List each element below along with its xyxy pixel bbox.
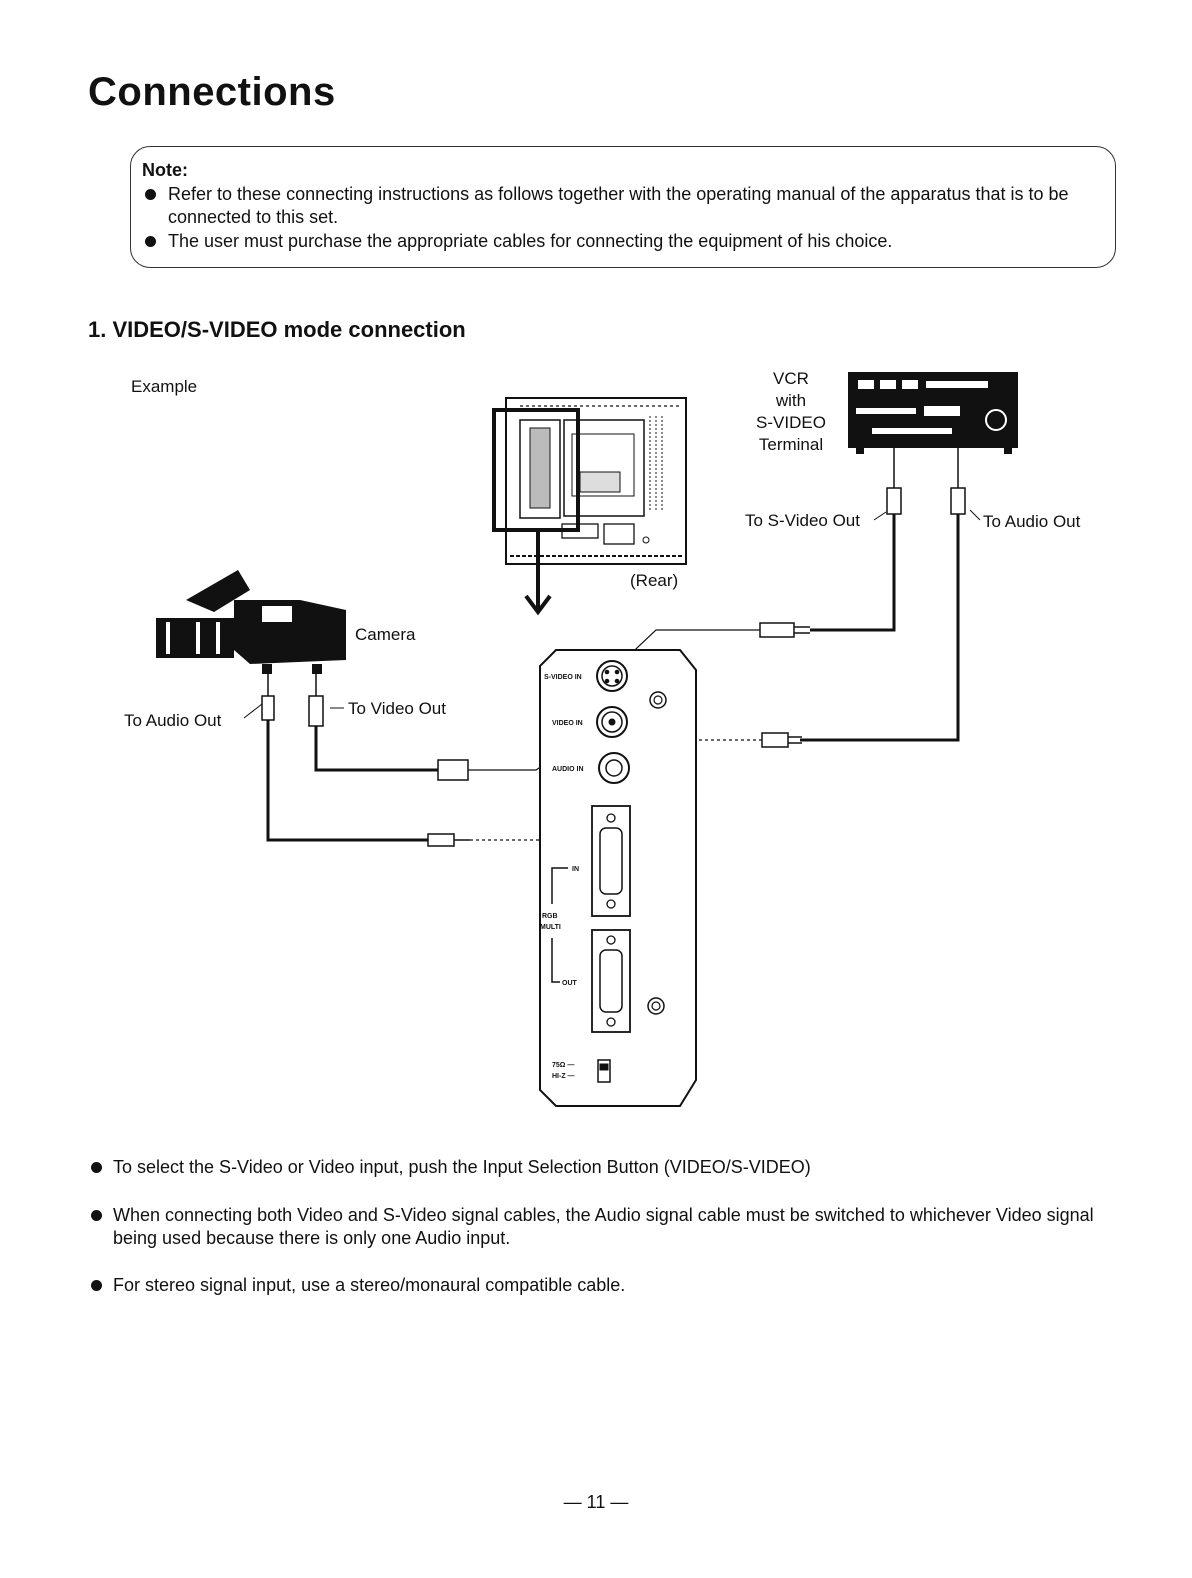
svideo-in-label: S-VIDEO IN	[544, 674, 582, 681]
to-audio-out-camera-label: To Audio Out	[124, 711, 222, 730]
camera-illustration	[156, 570, 346, 674]
note-item: Refer to these connecting instructions a…	[168, 184, 1069, 227]
to-svideo-out-label: To S-Video Out	[745, 511, 860, 530]
bullet-icon	[91, 1162, 102, 1173]
bullet-icon	[91, 1210, 102, 1221]
vcr-label-line: Terminal	[759, 435, 823, 454]
section-title: 1. VIDEO/S-VIDEO mode connection	[88, 317, 466, 342]
note-item: The user must purchase the appropriate c…	[168, 231, 893, 251]
vcr-label-line: with	[775, 391, 806, 410]
rgb-label: RGB	[542, 913, 558, 920]
bullet-icon	[145, 189, 156, 200]
instruction-item: To select the S-Video or Video input, pu…	[113, 1157, 811, 1177]
note-box	[130, 146, 1116, 268]
instruction-item: When connecting both Video and S-Video s…	[113, 1205, 1094, 1248]
vcr-label-line: VCR	[773, 369, 809, 388]
rear-label: (Rear)	[630, 571, 678, 590]
ohm75-label: 75Ω —	[552, 1062, 574, 1069]
camera-label: Camera	[355, 625, 416, 644]
multi-label: MULTI	[540, 924, 561, 931]
audio-in-label: AUDIO IN	[552, 766, 584, 773]
hiz-label: HI-Z —	[552, 1073, 575, 1080]
monitor-rear-illustration	[492, 397, 687, 616]
page-number: — 11 —	[563, 1492, 629, 1512]
video-in-label: VIDEO IN	[552, 720, 583, 727]
page-title: Connections	[88, 70, 336, 114]
camera-cables	[243, 674, 629, 847]
rgb-in-label: IN	[572, 866, 579, 873]
to-audio-out-vcr-label: To Audio Out	[983, 512, 1081, 531]
bullet-icon	[145, 236, 156, 247]
vcr-illustration	[848, 372, 1018, 454]
instruction-item: For stereo signal input, use a stereo/mo…	[113, 1275, 626, 1295]
to-video-out-label: To Video Out	[348, 699, 446, 718]
vcr-label-line: S-VIDEO	[756, 413, 826, 432]
example-label: Example	[131, 377, 197, 396]
bullet-icon	[91, 1280, 102, 1291]
connector-panel	[539, 649, 697, 1107]
note-title: Note:	[142, 160, 188, 180]
rgb-out-label: OUT	[562, 980, 578, 987]
